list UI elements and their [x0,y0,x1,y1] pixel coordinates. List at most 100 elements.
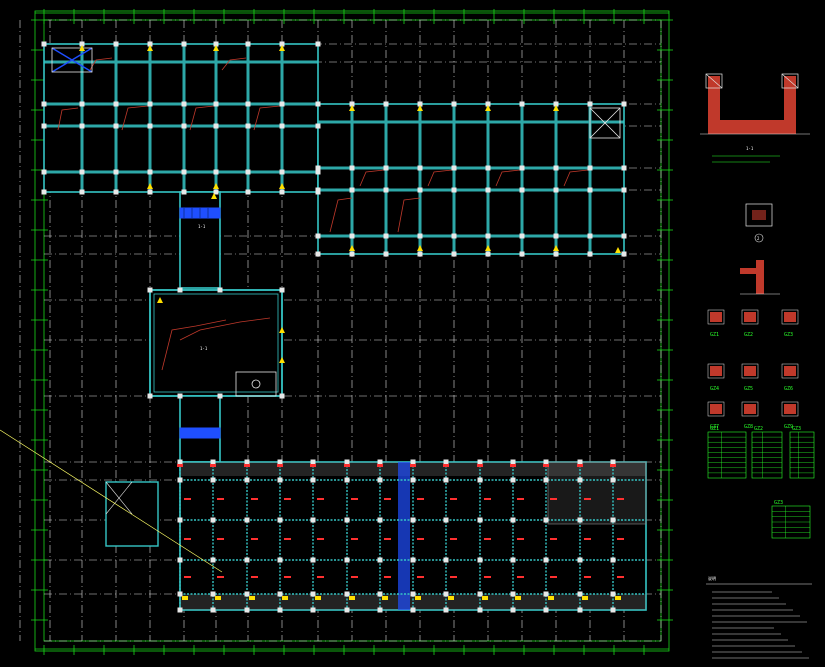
tag-marker [317,538,324,540]
tag-marker [384,576,391,578]
notes-block: 说明 [706,575,812,659]
column [477,607,483,613]
column-tag: GZ9 [784,424,793,430]
tag-marker [344,464,350,467]
column [485,187,491,193]
section-detail-1-1: 1-1 [700,73,810,163]
column [147,123,153,129]
column [519,187,525,193]
room-label: 1-1 [198,224,206,229]
tag-marker [610,464,616,467]
tag-marker [277,464,283,467]
column [41,41,47,47]
tag-marker [410,464,416,467]
column [315,101,321,107]
column [181,189,187,195]
tag-marker [617,538,624,540]
column [79,123,85,129]
column [621,251,627,257]
column-marker [215,596,221,600]
column-marker [485,245,491,251]
column [377,607,383,613]
column-outline [741,401,759,417]
tag-marker [517,576,524,578]
column-marker [485,105,491,111]
table-border [789,431,815,479]
column [147,287,153,293]
tag-marker [417,538,424,540]
column [621,233,627,239]
column-tag: GZ7 [710,424,719,430]
column-outline [707,363,725,379]
column [417,233,423,239]
column [310,459,316,465]
columns [41,41,627,613]
column [279,123,285,129]
column [417,251,423,257]
column [177,517,183,523]
column [543,459,549,465]
column [147,189,153,195]
column [344,477,350,483]
column-section [784,404,796,414]
column-section [744,312,756,322]
column [510,557,516,563]
column [417,165,423,171]
column [410,459,416,465]
tag-marker [210,464,216,467]
tag-marker [584,576,591,578]
column-marker [349,245,355,251]
column [277,591,283,597]
column-section [784,312,796,322]
tag-marker [217,538,224,540]
column [553,187,559,193]
column-section [744,404,756,414]
column-marker [482,596,488,600]
column [277,557,283,563]
column-marker [515,596,521,600]
column [277,517,283,523]
column [587,233,593,239]
building-wing-upper-left [43,43,319,193]
column-tag: GZ1 [710,332,719,338]
column [621,187,627,193]
column [377,557,383,563]
tag-marker [284,576,291,578]
column-marker [553,105,559,111]
column-tag: GZ2 [744,332,753,338]
column [147,169,153,175]
column [443,607,449,613]
column-section [710,312,722,322]
column-marker [279,327,285,333]
column [485,233,491,239]
column-outline [707,309,725,325]
column [79,189,85,195]
column [349,251,355,257]
column [181,169,187,175]
column-marker [282,596,288,600]
column [485,251,491,257]
corridor-lower [179,395,221,463]
corridor-upper: 1-1 [179,191,221,289]
column [410,607,416,613]
column [177,393,183,399]
section-title: 1-1 [746,146,754,151]
column [210,459,216,465]
table-border [707,431,747,479]
column [477,591,483,597]
tag-marker [217,498,224,500]
column [610,591,616,597]
tag-marker [384,498,391,500]
column [177,477,183,483]
column-marker [448,596,454,600]
column [377,459,383,465]
column [443,557,449,563]
tag-marker [351,576,358,578]
column [177,459,183,465]
column [41,101,47,107]
column-marker [382,596,388,600]
column [315,41,321,47]
